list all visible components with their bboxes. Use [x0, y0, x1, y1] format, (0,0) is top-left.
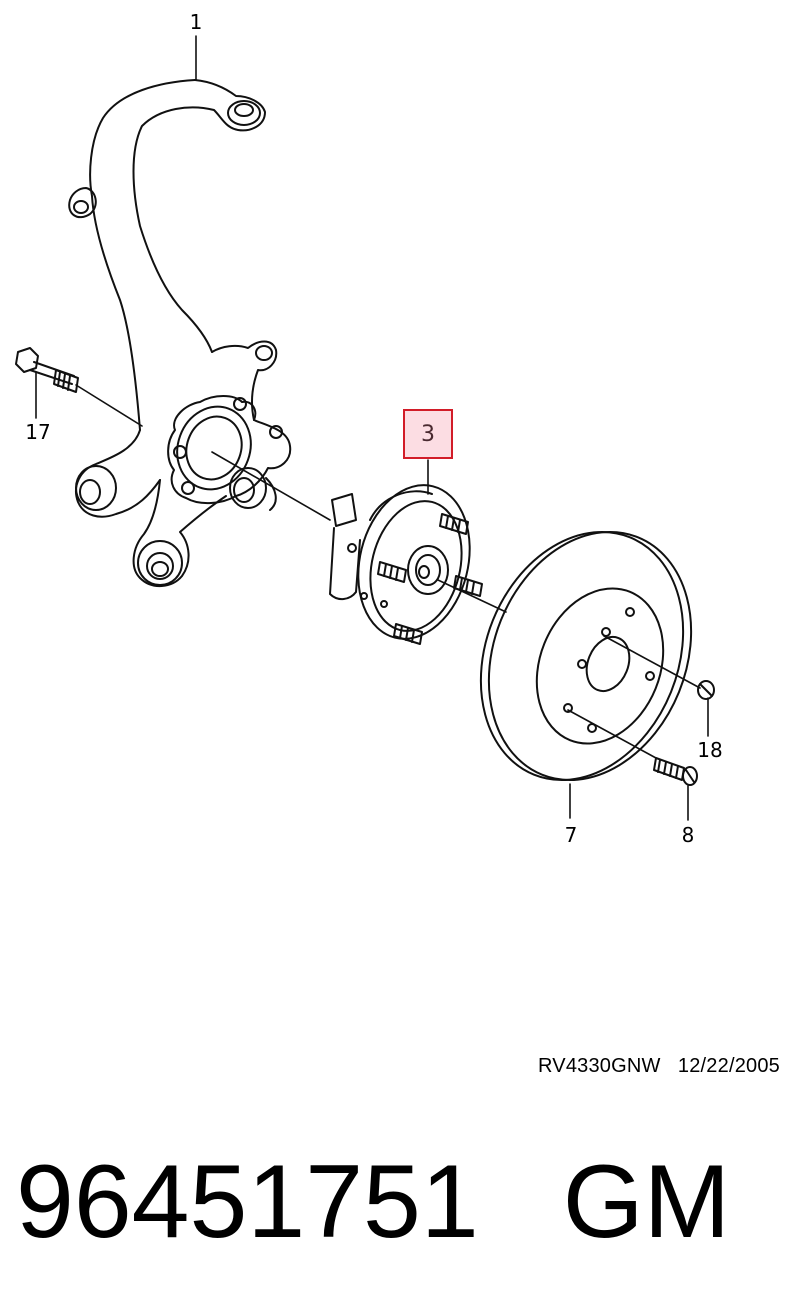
leader-lines — [35, 35, 709, 821]
bolt-17 — [15, 347, 143, 427]
drawing-reference: RV4330GNW 12/22/2005 — [538, 1055, 780, 1078]
drawing-code: RV4330GNW — [538, 1055, 661, 1077]
callout-3-label: 3 — [421, 421, 435, 447]
brand-name: GM — [562, 1144, 731, 1260]
brake-disc — [479, 530, 701, 782]
callout-3-highlight[interactable]: 3 — [403, 409, 453, 459]
exploded-parts-diagram — [15, 35, 715, 821]
screw-18 — [697, 680, 715, 700]
steering-knuckle — [68, 79, 292, 587]
callout-7: 7 — [564, 823, 578, 847]
part-number-line: 96451751 GM — [16, 1142, 730, 1262]
hub-bearing-assembly — [211, 451, 507, 645]
callout-18: 18 — [697, 738, 723, 762]
callout-17: 17 — [25, 420, 51, 444]
drawing-date: 12/22/2005 — [677, 1055, 780, 1077]
callout-8: 8 — [681, 823, 695, 847]
part-number: 96451751 — [16, 1144, 479, 1260]
bolt-8 — [653, 757, 698, 786]
callout-1: 1 — [189, 10, 203, 34]
